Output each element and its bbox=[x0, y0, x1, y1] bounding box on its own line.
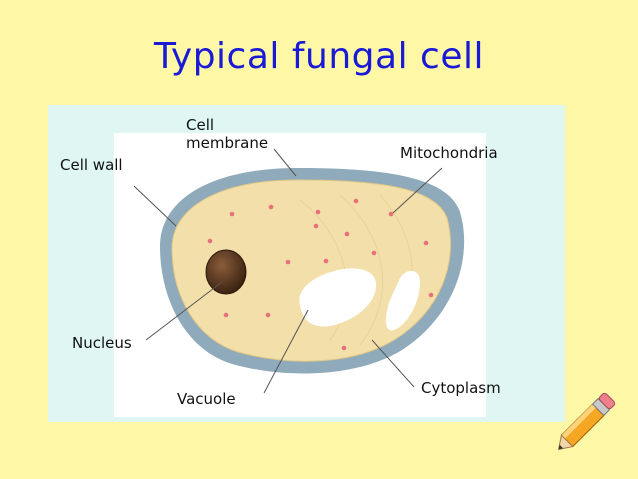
mitochondrion bbox=[207, 238, 213, 244]
mitochondrion bbox=[371, 250, 377, 256]
mitochondrion bbox=[423, 240, 429, 246]
pencil-icon bbox=[557, 392, 616, 451]
mitochondrion bbox=[315, 209, 321, 215]
mitochondrion bbox=[223, 312, 229, 318]
leader-line-cell-membrane bbox=[273, 148, 297, 177]
mitochondria-dots bbox=[207, 198, 434, 351]
label-mitochondria: Mitochondria bbox=[400, 144, 498, 162]
slide-title: Typical fungal cell bbox=[154, 36, 484, 77]
leader-line-mitochondria bbox=[392, 167, 443, 214]
cytoplasm bbox=[171, 179, 451, 362]
leader-line-cell-wall bbox=[133, 185, 177, 227]
mitochondrion bbox=[388, 211, 394, 217]
label-cell-wall: Cell wall bbox=[60, 156, 123, 174]
vacuole bbox=[299, 268, 377, 327]
label-cell-membrane-line2: membrane bbox=[186, 134, 269, 152]
mitochondrion bbox=[323, 258, 329, 264]
mitochondrion bbox=[229, 211, 235, 217]
label-cytoplasm: Cytoplasm bbox=[421, 379, 501, 397]
cytoplasm-texture bbox=[339, 194, 384, 346]
leader-line-vacuole bbox=[263, 309, 309, 394]
mitochondrion bbox=[344, 231, 350, 237]
leader-line-cytoplasm bbox=[371, 339, 415, 388]
mitochondrion bbox=[353, 198, 359, 204]
mitochondrion bbox=[428, 292, 434, 298]
mitochondrion bbox=[285, 259, 291, 265]
vacuole-secondary bbox=[385, 270, 420, 331]
mitochondrion bbox=[313, 223, 319, 229]
mitochondrion bbox=[265, 312, 271, 318]
label-vacuole: Vacuole bbox=[177, 390, 236, 408]
mitochondrion bbox=[268, 204, 274, 210]
mitochondrion bbox=[341, 345, 347, 351]
nucleus bbox=[205, 249, 247, 295]
label-cell-membrane-line1: Cell bbox=[186, 116, 215, 134]
label-nucleus: Nucleus bbox=[72, 334, 132, 352]
leader-line-nucleus bbox=[145, 281, 223, 341]
